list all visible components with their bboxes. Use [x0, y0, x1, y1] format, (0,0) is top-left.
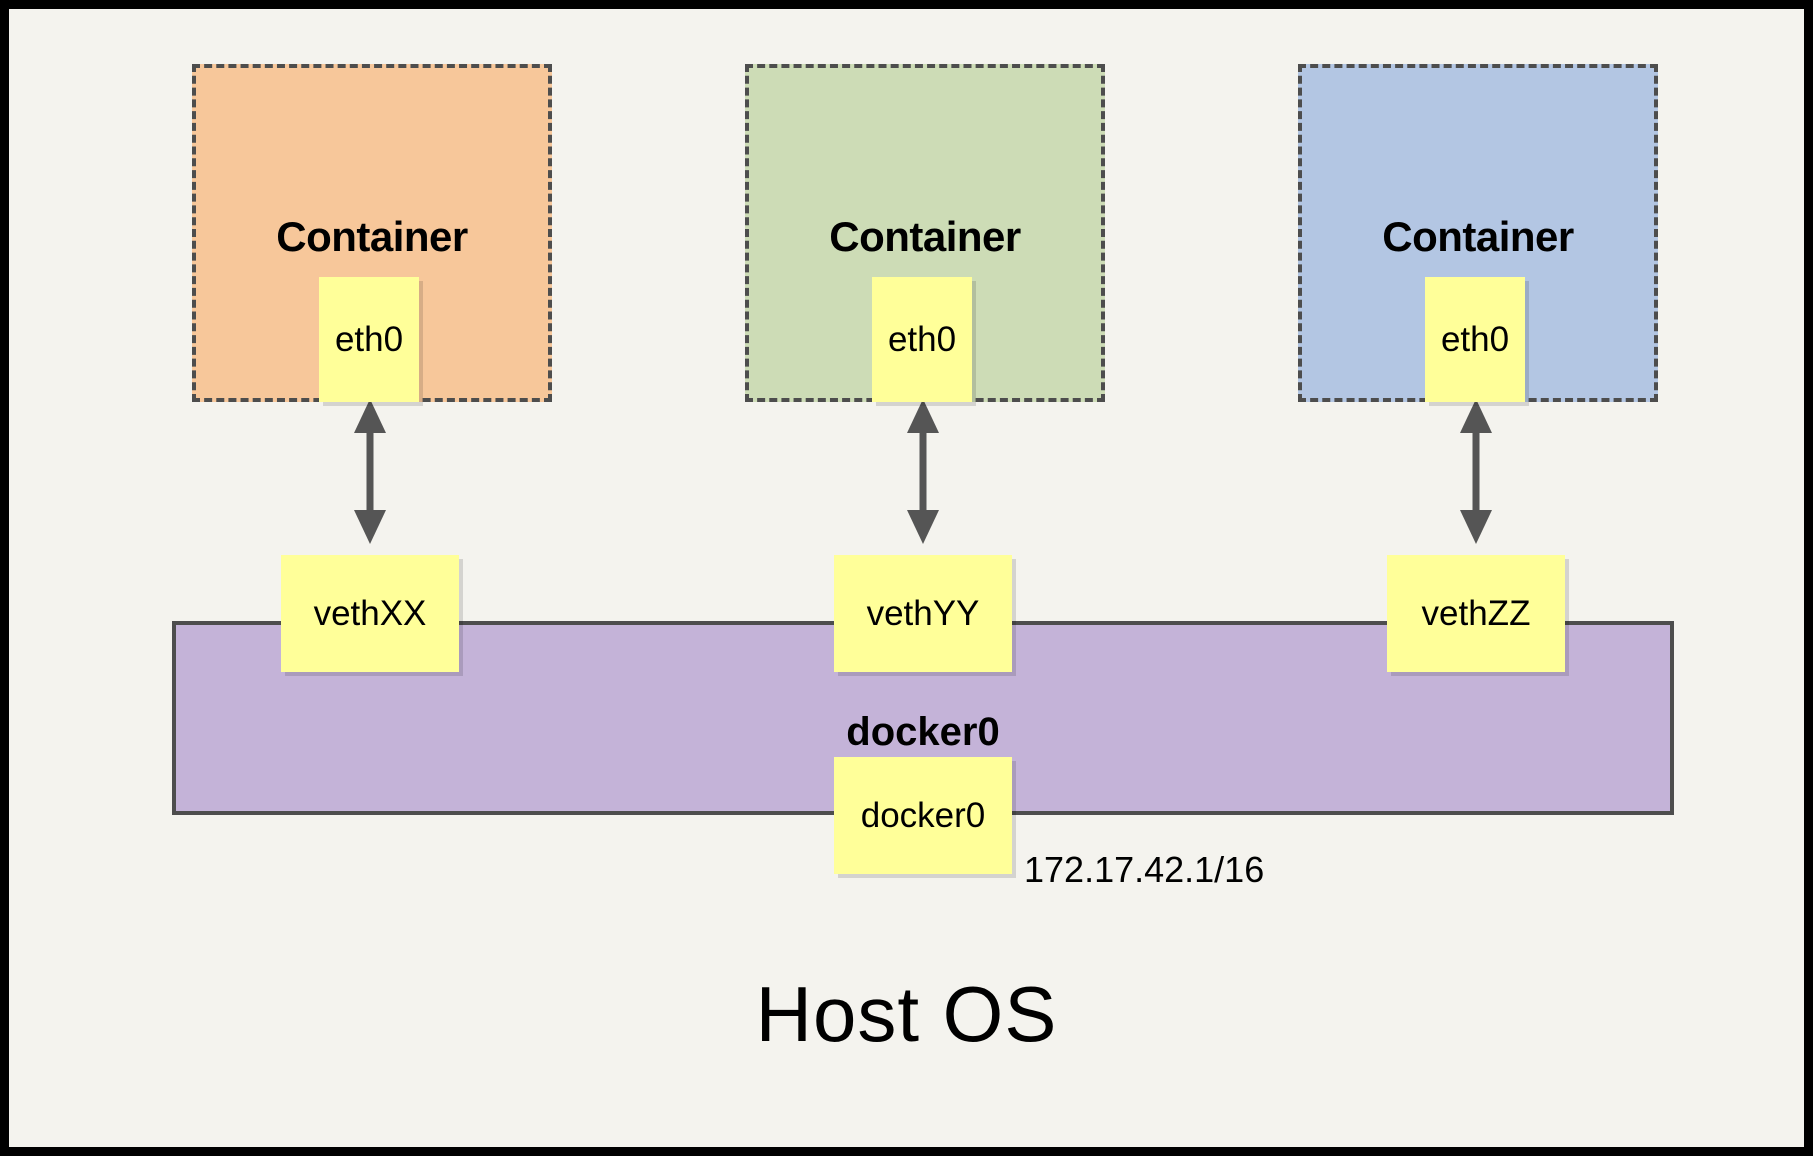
double-arrow-icon-2: [907, 399, 939, 544]
docker0-ip-label: 172.17.42.1/16: [1024, 849, 1265, 890]
container-title-2: Container: [829, 213, 1021, 260]
container-title-3: Container: [1382, 213, 1574, 260]
host-os-title: Host OS: [755, 970, 1058, 1058]
double-arrow-icon-1: [354, 399, 386, 544]
double-arrow-icon-3: [1460, 399, 1492, 544]
docker0-bridge-label: docker0: [846, 710, 1000, 754]
veth-box-1: vethXX: [281, 555, 459, 672]
container-eth0-box-3: eth0: [1425, 277, 1525, 402]
container-title-1: Container: [276, 213, 468, 260]
docker0-interface-box: docker0: [834, 757, 1012, 874]
veth-box-3: vethZZ: [1387, 555, 1565, 672]
container-eth0-box-1: eth0: [319, 277, 419, 402]
veth-box-2: vethYY: [834, 555, 1012, 672]
container-eth0-box-2: eth0: [872, 277, 972, 402]
